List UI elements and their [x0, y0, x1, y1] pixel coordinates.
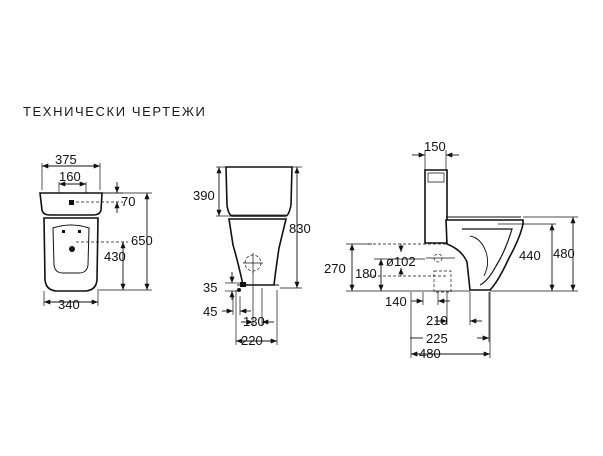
dim-130-label: 130 — [243, 314, 265, 329]
dim-35-label: 35 — [203, 280, 217, 295]
dim-440-label: 440 — [519, 248, 541, 263]
page-title: ТЕХНИЧЕСКИ ЧЕРТЕЖИ — [23, 104, 207, 119]
dim-830-label: 830 — [289, 221, 311, 236]
dim-140-label: 140 — [385, 294, 407, 309]
dim-225-label: 225 — [426, 331, 448, 346]
dim-270-label: 270 — [324, 261, 346, 276]
dim-70-label: 70 — [121, 194, 135, 209]
dim-480-right-label: 480 — [553, 246, 575, 261]
dim-480-bottom-label: 480 — [419, 346, 441, 361]
dim-375-label: 375 — [55, 152, 77, 167]
dim-150-label: 150 — [424, 139, 446, 154]
dim-220-label: 220 — [241, 333, 263, 348]
dim-160-label: 160 — [59, 169, 81, 184]
dim-650-label: 650 — [131, 233, 153, 248]
dim-210-label: 210 — [426, 313, 448, 328]
dim-340-label: 340 — [58, 297, 80, 312]
dim-180-label: 180 — [355, 266, 377, 281]
front-view: 375 160 70 650 430 340 — [39, 152, 153, 312]
dim-d102-label: ø102 — [386, 254, 416, 269]
side-view: 150 270 180 ø102 440 — [324, 139, 578, 361]
dim-430-label: 430 — [104, 249, 126, 264]
dim-45-label: 45 — [203, 304, 217, 319]
rear-view: 390 830 35 45 130 220 — [193, 166, 311, 348]
dim-390-label: 390 — [193, 188, 215, 203]
